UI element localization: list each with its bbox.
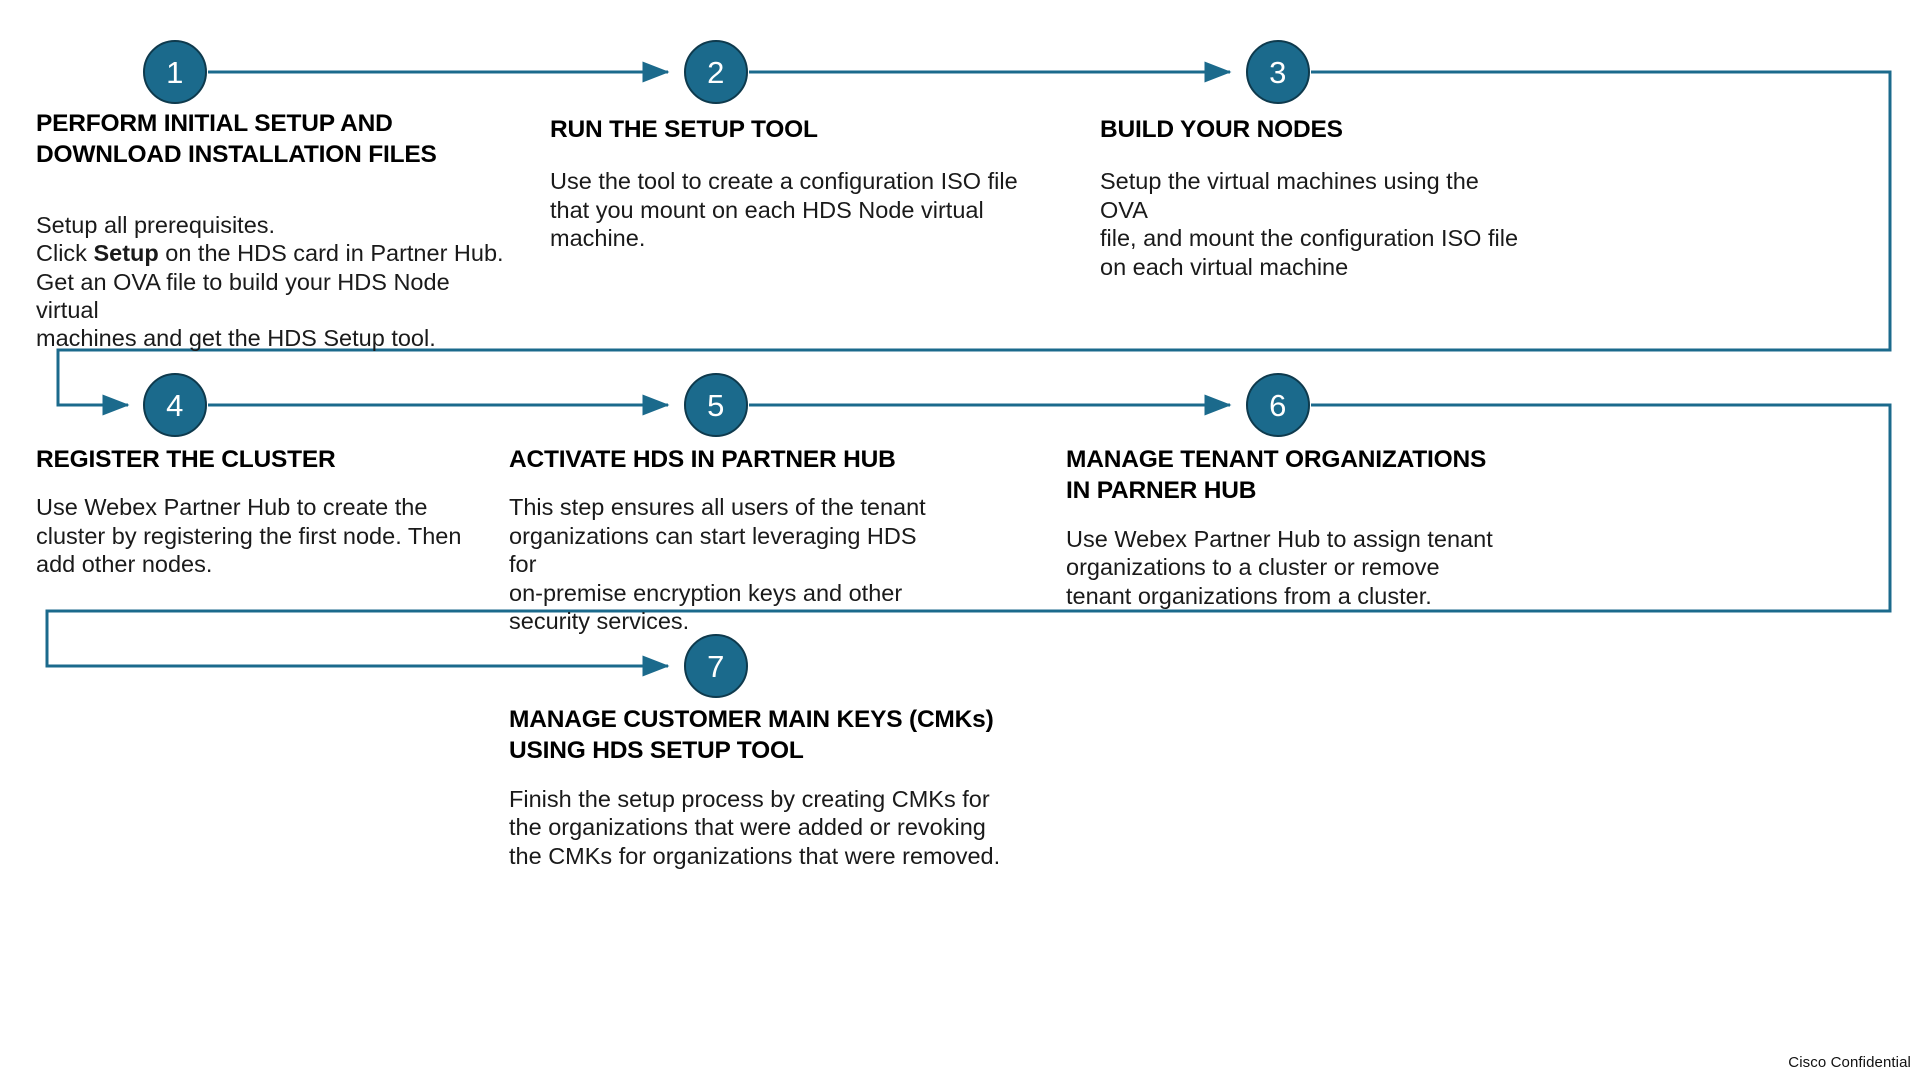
step-body-1-bold: Setup (93, 240, 159, 267)
step-text-block-7: MANAGE CUSTOMER MAIN KEYS (CMKs) USING H… (509, 704, 1009, 870)
step-number-6: 6 (1269, 387, 1287, 423)
step-text-block-2: RUN THE SETUP TOOL Use the tool to creat… (550, 114, 1020, 253)
step-node-7[interactable]: 7 (684, 634, 748, 698)
step-body-7: Finish the setup process by creating CMK… (509, 785, 1001, 869)
step-node-3[interactable]: 3 (1246, 40, 1310, 104)
step-body-5: This step ensures all users of the tenan… (509, 494, 926, 635)
step-node-2[interactable]: 2 (684, 40, 748, 104)
step-title-7: MANAGE CUSTOMER MAIN KEYS (CMKs) USING H… (509, 706, 994, 765)
step-number-2: 2 (707, 54, 725, 90)
step-text-block-6: MANAGE TENANT ORGANIZATIONS IN PARNER HU… (1066, 444, 1506, 610)
step-body-6: Use Webex Partner Hub to assign tenant o… (1066, 525, 1493, 609)
step-text-block-5: ACTIVATE HDS IN PARTNER HUB This step en… (509, 444, 949, 635)
step-text-block-1: PERFORM INITIAL SETUP AND DOWNLOAD INSTA… (36, 108, 516, 353)
step-node-1[interactable]: 1 (143, 40, 207, 104)
step-title-6: MANAGE TENANT ORGANIZATIONS IN PARNER HU… (1066, 446, 1487, 505)
step-title-3: BUILD YOUR NODES (1100, 116, 1343, 143)
step-node-4[interactable]: 4 (143, 373, 207, 437)
step-number-5: 5 (707, 387, 725, 423)
step-number-1: 1 (166, 54, 184, 90)
step-node-6[interactable]: 6 (1246, 373, 1310, 437)
step-body-1: Setup all prerequisites. Click Setup on … (36, 211, 516, 353)
step-body-4: Use Webex Partner Hub to create the clus… (36, 494, 462, 578)
step-title-2: RUN THE SETUP TOOL (550, 116, 818, 143)
step-node-5[interactable]: 5 (684, 373, 748, 437)
step-text-block-4: REGISTER THE CLUSTER Use Webex Partner H… (36, 444, 476, 579)
step-body-2: Use the tool to create a configuration I… (550, 168, 1018, 252)
step-number-3: 3 (1269, 54, 1287, 90)
step-number-4: 4 (166, 387, 184, 423)
step-title-1: PERFORM INITIAL SETUP AND DOWNLOAD INSTA… (36, 110, 437, 169)
step-title-5: ACTIVATE HDS IN PARTNER HUB (509, 446, 896, 473)
step-text-block-3: BUILD YOUR NODES Setup the virtual machi… (1100, 114, 1530, 281)
step-number-7: 7 (707, 648, 725, 684)
step-body-3: Setup the virtual machines using the OVA… (1100, 168, 1519, 280)
confidentiality-footer: Cisco Confidential (1788, 1054, 1911, 1071)
step-title-4: REGISTER THE CLUSTER (36, 446, 336, 473)
